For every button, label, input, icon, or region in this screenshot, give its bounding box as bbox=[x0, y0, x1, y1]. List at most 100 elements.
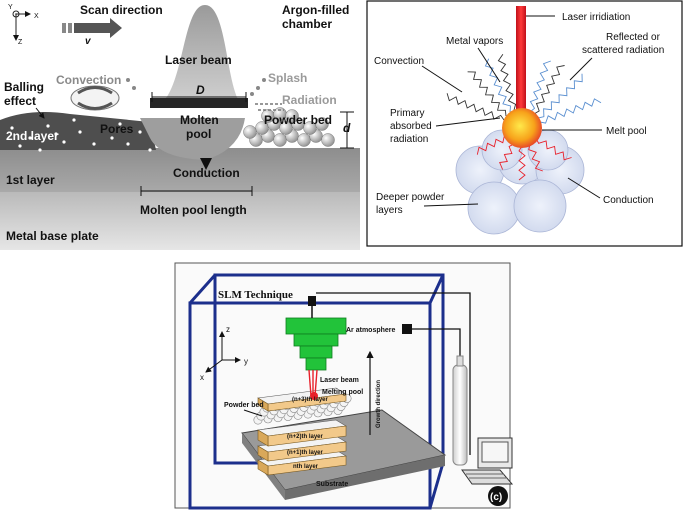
melt-pool-b-label: Melt pool bbox=[606, 126, 647, 137]
balling-line2: effect bbox=[4, 94, 36, 108]
pore-dot bbox=[126, 142, 130, 146]
reflected-line1: Reflected or bbox=[606, 32, 661, 43]
laser-irr-label: Laser irridiation bbox=[562, 12, 630, 23]
radiation-wave bbox=[537, 73, 583, 119]
radiation-wave bbox=[499, 143, 515, 170]
primary-line1: Primary bbox=[390, 108, 424, 119]
radiation-label: Radiation bbox=[282, 93, 337, 107]
pore-dot bbox=[38, 148, 42, 152]
panel-c: z y x Growth direction SLM Technique Ar … bbox=[174, 262, 514, 510]
powder-ball bbox=[285, 109, 299, 123]
powder-sphere bbox=[513, 179, 567, 233]
nozzle-connector bbox=[308, 296, 316, 306]
substrate-side bbox=[285, 455, 445, 500]
radiation-wave bbox=[529, 60, 551, 113]
radiation-wave bbox=[476, 134, 511, 155]
powder-ball bbox=[279, 121, 293, 135]
growth-label: Growth direction bbox=[376, 380, 382, 428]
axis-y-label: Y bbox=[8, 4, 13, 11]
velocity-label: v bbox=[85, 36, 92, 47]
axis-z-label: Z bbox=[18, 39, 23, 46]
laser-nozzle bbox=[285, 317, 347, 371]
radiation-wave bbox=[497, 54, 517, 111]
splash-dots bbox=[126, 78, 266, 96]
radiation-wave bbox=[535, 137, 572, 161]
control-cable bbox=[316, 292, 471, 455]
pore-dot bbox=[10, 126, 14, 130]
radiation-waves bbox=[446, 54, 602, 181]
base-plate bbox=[0, 190, 360, 250]
laser-beam-a bbox=[150, 5, 248, 108]
radiation-wave bbox=[533, 65, 565, 115]
melting-pool-c-label: Melting pool bbox=[322, 389, 363, 396]
balling-pointer bbox=[35, 107, 45, 119]
powder-ball bbox=[255, 121, 269, 135]
layer-n-label: nth layer bbox=[293, 464, 319, 470]
radiation-wave bbox=[528, 143, 543, 172]
axis-x-label: X bbox=[34, 13, 39, 20]
second-layer bbox=[0, 112, 156, 150]
melting-pool-c bbox=[310, 392, 318, 400]
argon-cylinder bbox=[452, 364, 468, 466]
argon-line2: chamber bbox=[282, 17, 332, 31]
powder-sphere bbox=[467, 181, 521, 235]
laser-irradiation-beam bbox=[516, 6, 526, 124]
deeper-line2: layers bbox=[376, 205, 403, 216]
layer1-label: 1st layer bbox=[6, 173, 55, 187]
powder-ball bbox=[315, 117, 329, 131]
scan-arrow bbox=[62, 18, 122, 38]
powder-ball bbox=[297, 133, 311, 147]
axis-c-y: y bbox=[244, 357, 248, 366]
powder-ball bbox=[303, 121, 317, 135]
gas-inlet bbox=[402, 324, 412, 334]
pool-length-label: Molten pool length bbox=[140, 203, 247, 217]
radiation-wave bbox=[539, 98, 602, 124]
gas-cable bbox=[410, 328, 461, 358]
convection-a-label: Convection bbox=[56, 73, 121, 87]
pore-dot bbox=[18, 144, 22, 148]
slm-label: SLM Technique bbox=[218, 289, 293, 301]
pore-dot bbox=[78, 130, 82, 134]
radiation-wave bbox=[518, 145, 526, 181]
balling-line1: Balling bbox=[4, 80, 44, 94]
layer-n3-label: (n+3)th layer bbox=[292, 397, 329, 403]
argon-line1: Argon-filled bbox=[282, 3, 349, 17]
powder-ball bbox=[321, 133, 335, 147]
radiation-wave bbox=[446, 93, 505, 121]
pore-dot bbox=[110, 136, 114, 140]
pore-dot bbox=[54, 132, 58, 136]
conduction-a-label: Conduction bbox=[173, 166, 240, 180]
layer-n2-label: (n+2)th layer bbox=[287, 434, 324, 440]
layer2-label: 2nd layer bbox=[6, 129, 59, 143]
axes-c bbox=[205, 331, 241, 373]
laser-beam-c-label: Laser beam bbox=[320, 377, 359, 384]
radiation-dashes bbox=[255, 103, 284, 111]
molten-line1: Molten bbox=[180, 113, 219, 127]
layer-side bbox=[257, 459, 269, 476]
substrate-label: Substrate bbox=[316, 481, 348, 488]
molten-pool-shape bbox=[140, 118, 245, 160]
deeper-line1: Deeper powder bbox=[376, 192, 445, 203]
axes-icon: Y X Z bbox=[8, 4, 39, 46]
d-label: d bbox=[343, 121, 351, 135]
convection-symbol bbox=[70, 85, 120, 111]
beam-band bbox=[150, 98, 248, 108]
layer-side bbox=[257, 397, 269, 412]
convection-b-label: Convection bbox=[374, 56, 424, 67]
primary-line3: radiation bbox=[390, 134, 428, 145]
reflected-line2: scattered radiation bbox=[582, 45, 664, 56]
laser-beam-c bbox=[308, 369, 318, 397]
pore-dot bbox=[118, 122, 122, 126]
primary-line2: absorbed bbox=[390, 121, 432, 132]
pore-dot bbox=[46, 124, 50, 128]
laser-beam-a-label: Laser beam bbox=[165, 53, 232, 67]
vapors-label: Metal vapors bbox=[446, 36, 503, 47]
layer-stack bbox=[253, 387, 352, 476]
powder-ball bbox=[243, 125, 257, 139]
layer-n1-label: (n+1)th layer bbox=[287, 450, 324, 456]
splash-label: Splash bbox=[268, 71, 307, 85]
panel-c-tag-bg bbox=[488, 486, 508, 506]
scan-direction-label: Scan direction bbox=[80, 3, 163, 17]
pore-dot bbox=[62, 140, 66, 144]
